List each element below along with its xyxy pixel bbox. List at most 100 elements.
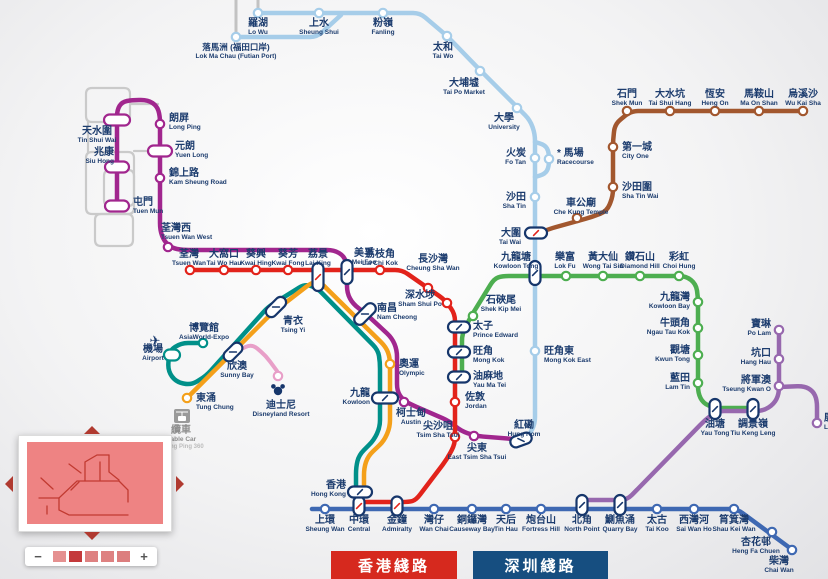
minimap-overview[interactable] xyxy=(27,442,163,524)
zoom-level-4[interactable] xyxy=(100,551,114,562)
minimap-pan-right-icon[interactable] xyxy=(176,476,184,492)
zoom-level-2[interactable] xyxy=(68,551,82,562)
minimap-pan-down-icon[interactable] xyxy=(84,532,100,540)
zoom-in-button[interactable]: + xyxy=(140,549,148,564)
hong-kong-lines-button[interactable]: 香港綫路 xyxy=(331,551,457,579)
minimap[interactable] xyxy=(5,426,184,540)
zoom-level-3[interactable] xyxy=(84,551,98,562)
station-lok-ma-chau-futian-port-[interactable]: 落馬洲 (福田口岸)Lok Ma Chau (Futian Port) xyxy=(196,31,277,60)
zoom-level-5[interactable] xyxy=(116,551,130,562)
shenzhen-lines-button[interactable]: 深圳綫路 xyxy=(473,551,608,579)
minimap-pan-left-icon[interactable] xyxy=(5,476,13,492)
zoom-level-1[interactable] xyxy=(52,551,66,562)
minimap-pan-up-icon[interactable] xyxy=(84,426,100,434)
zoom-out-button[interactable]: − xyxy=(34,549,42,564)
station-lohas-park[interactable]: 康城LOHAS Park xyxy=(811,411,828,431)
